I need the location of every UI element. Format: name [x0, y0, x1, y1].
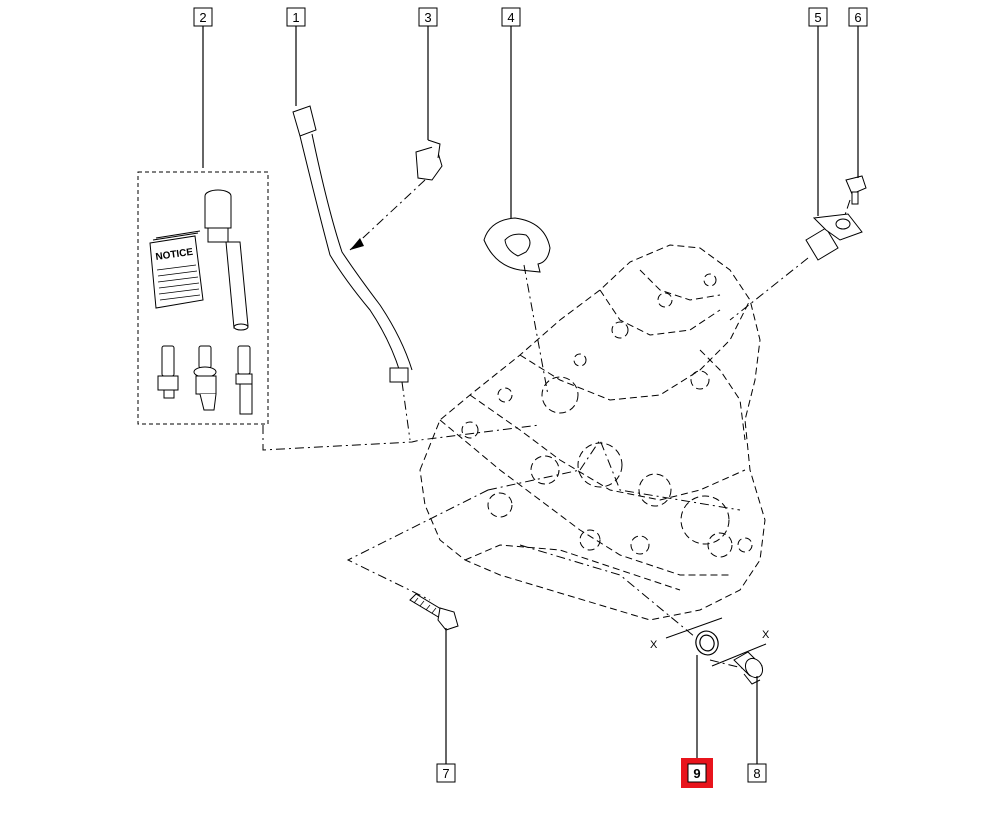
dipstick-tube — [292, 105, 413, 383]
direction-arrow — [350, 238, 364, 250]
connector-middle — [193, 345, 217, 411]
callout-box — [193, 7, 213, 27]
callout-label: 1 — [292, 10, 299, 25]
connector-right — [235, 345, 253, 415]
callout-3[interactable]: 3 — [418, 7, 438, 27]
callout-box — [747, 763, 767, 783]
drain-plug — [733, 651, 764, 685]
callout-2[interactable]: 2 — [193, 7, 213, 27]
speed-sensor — [805, 213, 863, 261]
assembly-lines — [262, 179, 851, 669]
x-marker-left: X — [650, 639, 658, 651]
callout-box — [418, 7, 438, 27]
callouts: 1 2 3 4 5 6 7 8 9 — [193, 7, 868, 788]
callout-box — [848, 7, 868, 27]
callout-box — [808, 7, 828, 27]
alignment-markers: X X — [650, 617, 770, 667]
callout-7[interactable]: 7 — [436, 763, 456, 783]
callout-6[interactable]: 6 — [848, 7, 868, 27]
callout-5[interactable]: 5 — [808, 7, 828, 27]
callout-label: 6 — [854, 10, 861, 25]
notice-label: NOTICE — [155, 247, 194, 263]
connector-left — [157, 345, 179, 399]
callout-box — [687, 763, 707, 783]
callout-4[interactable]: 4 — [501, 7, 521, 27]
sensor-screw — [845, 175, 867, 205]
notice-booklet: NOTICE — [149, 230, 204, 309]
o-ring-seal — [695, 630, 719, 656]
callout-9[interactable]: 9 — [681, 758, 713, 788]
callout-8[interactable]: 8 — [747, 763, 767, 783]
callout-label: 4 — [507, 10, 514, 25]
callout-label: 3 — [424, 10, 431, 25]
callout-label: 2 — [199, 10, 206, 25]
callout-label: 8 — [753, 766, 760, 781]
housing-bolt — [409, 593, 459, 631]
callout-box — [286, 7, 306, 27]
seal-plate — [483, 217, 551, 273]
breather-tube — [204, 189, 249, 331]
transmission-housing — [419, 244, 766, 621]
callout-label: 5 — [814, 10, 821, 25]
callout-label: 7 — [442, 766, 449, 781]
tube-clip — [415, 139, 443, 181]
callout-box — [436, 763, 456, 783]
callout-1[interactable]: 1 — [286, 7, 306, 27]
callout-label: 9 — [693, 766, 700, 781]
kit-box: NOTICE — [137, 171, 269, 425]
leader-lines — [202, 26, 859, 765]
callout-box — [501, 7, 521, 27]
x-marker-right: X — [762, 629, 770, 641]
